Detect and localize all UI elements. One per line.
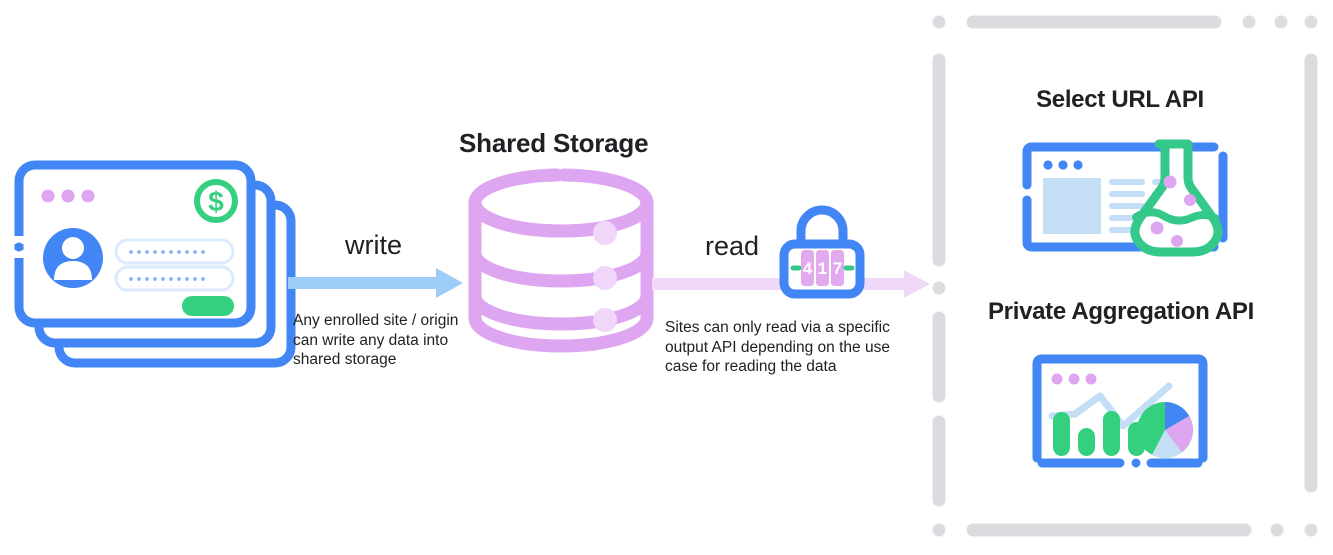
output-api-select-url[interactable]: Select URL API [960,86,1280,266]
content-block [1043,178,1101,234]
write-label: write [345,230,403,260]
browser-flask-icon [1018,138,1234,257]
dashboard-dots [1051,373,1097,385]
lock-digit-2: 1 [818,259,827,278]
lock-digit-1: 4 [803,259,813,278]
password-field-2 [114,265,235,292]
lock-dials [801,250,844,286]
submit-button [182,296,234,316]
storage-band-dots [593,221,617,332]
shared-storage-cylinder [468,168,654,353]
read-label: read [705,231,760,261]
dashboard-charts-icon [1028,350,1218,472]
browser-dots [1043,160,1083,170]
card-window-dots [41,189,95,203]
password-field-1 [114,238,235,265]
read-caption: Sites can only read via a specific outpu… [665,319,890,375]
output-apis-panel [915,8,1323,546]
svg-text:$: $ [208,186,224,217]
enrolled-sites-cards: $ [14,160,304,372]
avatar-icon [43,228,103,288]
select-url-api-title: Select URL API [1036,86,1204,113]
panel-dashed-border [932,15,1318,537]
write-arrow [288,268,463,298]
dollar-badge-icon: $ [194,179,238,223]
flask-bubbles [1150,175,1196,247]
dashboard-frame [1032,354,1208,468]
combination-lock-icon: 4 1 7 [774,204,870,300]
flask-icon [1130,139,1223,257]
shared-storage-title: Shared Storage [459,128,649,158]
lock-digit-3: 7 [833,259,842,278]
write-caption: Any enrolled site / origin can write any… [293,312,459,368]
private-aggregation-api-title: Private Aggregation API [987,298,1255,325]
lock-digits: 4 1 7 [803,259,842,278]
bar-series [1053,411,1145,456]
pie-series [1137,402,1193,458]
output-api-private-aggregation[interactable]: Private Aggregation API [940,298,1302,488]
